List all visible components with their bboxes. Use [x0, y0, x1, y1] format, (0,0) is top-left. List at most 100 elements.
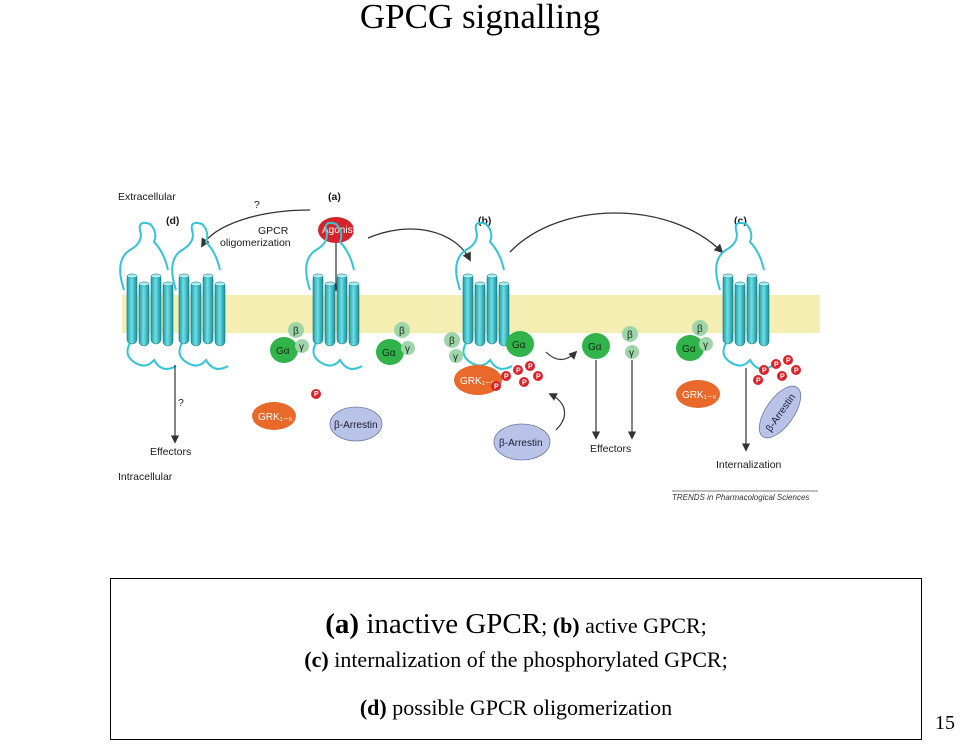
receptor-dimer-left: [119, 221, 177, 370]
g-gamma-a2-label: γ: [405, 344, 410, 355]
caption-c-text: internalization of the phosphorylated GP…: [328, 647, 728, 672]
effectors-left-label: Effectors: [150, 446, 191, 458]
receptor-a-helix-cap: [348, 281, 360, 287]
receptor-b-helix: [486, 273, 498, 345]
g-alpha-a2: [376, 339, 404, 365]
arrestin-b-label: β-Arrestin: [499, 438, 543, 449]
caption-d-label: (d): [359, 695, 387, 720]
phosphate-a: [311, 389, 321, 399]
panel-b-label: (b): [478, 215, 491, 227]
receptor-a-helix: [336, 273, 348, 345]
phosphate-a-label: P: [314, 391, 319, 398]
caption-c-label: (c): [304, 647, 329, 672]
g-alpha-b-label: Gα: [512, 340, 526, 351]
g-beta-free-label: β: [627, 330, 633, 341]
g-beta-free: [622, 326, 638, 342]
receptor-b: [455, 221, 513, 370]
phosphate-b-label: P: [494, 384, 499, 391]
arrestin-b: [493, 423, 551, 461]
grk-a: [252, 402, 296, 430]
g-beta-c: [692, 320, 708, 336]
receptor-dimer-right-helix-cap: [178, 273, 190, 279]
g-gamma-a-label: γ: [299, 342, 304, 353]
phosphate-c: [753, 375, 763, 385]
g-gamma-a: [295, 339, 309, 353]
panel-d-label: (d): [166, 215, 179, 227]
phosphate-b: [519, 377, 529, 387]
phosphate-b-label: P: [528, 364, 533, 371]
receptor-c-helix-cap: [734, 281, 746, 287]
receptor-dimer-right-helix: [202, 273, 214, 345]
phosphate-b: [533, 371, 543, 381]
arrestin-a: [329, 406, 383, 442]
receptor-dimer-right-helix: [214, 281, 226, 347]
g-alpha-b: [506, 331, 534, 357]
caption-line-2: (c) internalization of the phosphorylate…: [111, 645, 921, 678]
grk-c-label: GRK₁₋₆: [682, 390, 716, 401]
receptor-dimer-right-helix: [178, 273, 190, 345]
phosphate-c-label: P: [756, 378, 761, 385]
receptor-dimer-right-helix-cap: [202, 273, 214, 279]
phosphate-c-label: P: [786, 358, 791, 365]
phosphate-b: [525, 361, 535, 371]
receptor-b-helix-cap: [498, 281, 510, 287]
receptor-c-loop-top: [715, 221, 765, 291]
g-beta-b: [444, 332, 460, 348]
receptor-a-helix-cap: [336, 273, 348, 279]
receptor-a-helix-cap: [324, 281, 336, 287]
g-beta-b-label: β: [449, 336, 455, 347]
g-alpha-release-arrow: [545, 350, 578, 361]
internalization-label: Internalization: [716, 459, 782, 471]
g-gamma-c: [699, 337, 713, 351]
receptor-dimer-right-helix: [190, 281, 202, 347]
phosphate-c-label: P: [762, 368, 767, 375]
caption-d-text: possible GPCR oligomerization: [386, 695, 673, 720]
receptor-dimer-right-helix-cap: [214, 281, 226, 287]
caption-box: (a) inactive GPCR; (b) active GPCR; (c) …: [110, 578, 922, 740]
slide-title: GPCG signalling: [359, 0, 601, 36]
phosphate-c: [771, 359, 781, 369]
g-gamma-b: [449, 349, 463, 363]
oligomerization-label: oligomerization: [220, 237, 291, 249]
receptor-dimer-left-helix: [138, 281, 150, 347]
receptor-dimer-right-helix-cap: [190, 281, 202, 287]
receptor-b-loop-top: [455, 221, 505, 291]
arrestin-a-label: β-Arrestin: [334, 420, 378, 431]
receptor-a-helix-cap: [312, 273, 324, 279]
arrestin-recruit-arrow: [548, 393, 566, 431]
g-alpha-c-label: Gα: [682, 344, 696, 355]
g-gamma-c-label: γ: [703, 340, 708, 351]
phosphate-c-label: P: [774, 362, 779, 369]
receptor-c-helix-cap: [722, 273, 734, 279]
receptor-dimer-left-helix: [162, 281, 174, 347]
receptor-b-helix: [474, 281, 486, 347]
phosphate-b: [501, 371, 511, 381]
receptor-c-helix: [746, 273, 758, 345]
gpcr-signalling-diagram: Extracellular Intracellular (d) ? (a) (b…: [110, 180, 830, 510]
caption-separator: ;: [541, 613, 553, 638]
extracellular-label: Extracellular: [118, 191, 176, 203]
receptor-a-helix: [312, 273, 324, 345]
question-mark-top: ?: [254, 199, 260, 211]
gpcr-label: GPCR: [258, 225, 289, 237]
receptor-dimer-left-loop-top: [119, 221, 169, 291]
caption-a-text: inactive GPCR: [359, 608, 542, 640]
receptor-dimer-right: [171, 221, 229, 370]
phosphate-b-label: P: [536, 374, 541, 381]
receptor-a-helix: [324, 281, 336, 347]
receptor-dimer-left-loop-bottom: [126, 339, 177, 370]
receptor-dimer-left-helix-cap: [126, 273, 138, 279]
receptor-dimer-left-helix: [150, 273, 162, 345]
activation-arrow: [367, 228, 471, 262]
phosphate-c: [791, 365, 801, 375]
g-alpha-c: [676, 335, 704, 361]
receptor-dimer-left-helix: [126, 273, 138, 345]
receptor-dimer-right-loop-bottom: [178, 339, 229, 370]
g-beta-a2: [394, 322, 410, 338]
receptor-b-helix: [498, 281, 510, 347]
grk-b: [454, 365, 502, 395]
g-protein-a: Gα β γ: [270, 322, 309, 363]
receptor-dimer-right-loop-top: [171, 221, 221, 291]
receptor-c-helix: [758, 281, 770, 347]
g-beta-a2-label: β: [399, 326, 405, 337]
